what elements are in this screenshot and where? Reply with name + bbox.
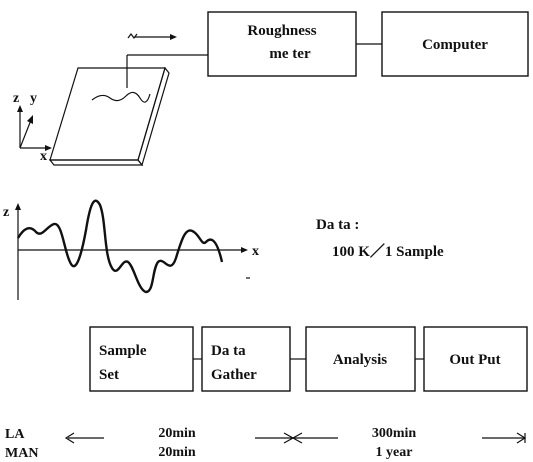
axis-y-label: y	[30, 91, 37, 106]
sample-plate	[48, 66, 170, 167]
timeline-row1-label: LA	[5, 427, 25, 442]
axis-x-label: x	[40, 149, 47, 164]
roughness-profile-plot: z x	[3, 199, 259, 300]
stylus-probe	[126, 33, 208, 88]
timeline-row1-time-b: 300min	[372, 426, 417, 441]
computer-label: Computer	[422, 37, 488, 53]
data-label: Da ta :	[316, 217, 359, 233]
flow-step-analysis: Analysis	[333, 352, 387, 368]
profile-trace	[16, 199, 224, 294]
flow-step-box-output	[423, 326, 528, 392]
coordinate-axes: z y x	[13, 91, 52, 164]
surface-trace	[91, 91, 151, 103]
flow-step-sample-set-line2: Set	[99, 367, 119, 383]
timeline-row1-time-a: 20min	[158, 426, 196, 441]
process-flow: Sample Set Da ta Gather Analysis Out Put	[89, 326, 528, 392]
timeline-row2-time-b: 1 year	[376, 445, 413, 460]
timeline: LA MAN 20min 20min 300min 1 year	[5, 426, 527, 461]
flow-step-data-gather-line2: Gather	[211, 367, 257, 383]
roughness-meter-label-1: Roughness	[247, 23, 316, 39]
data-value: 100 K／1 Sample	[332, 242, 444, 260]
profile-axis-z-label: z	[3, 205, 9, 220]
axis-z-label: z	[13, 91, 19, 106]
roughness-meter-box	[207, 11, 357, 77]
computer-box	[381, 11, 529, 77]
flow-step-data-gather-line1: Da ta	[211, 343, 246, 359]
roughness-meter-label-2: me ter	[269, 46, 311, 62]
timeline-row2-label: MAN	[5, 446, 38, 461]
timeline-row2-time-a: 20min	[158, 445, 196, 460]
profile-axis-x-label: x	[252, 244, 259, 259]
flow-step-output: Out Put	[449, 352, 500, 368]
flow-step-sample-set-line1: Sample	[99, 343, 147, 359]
